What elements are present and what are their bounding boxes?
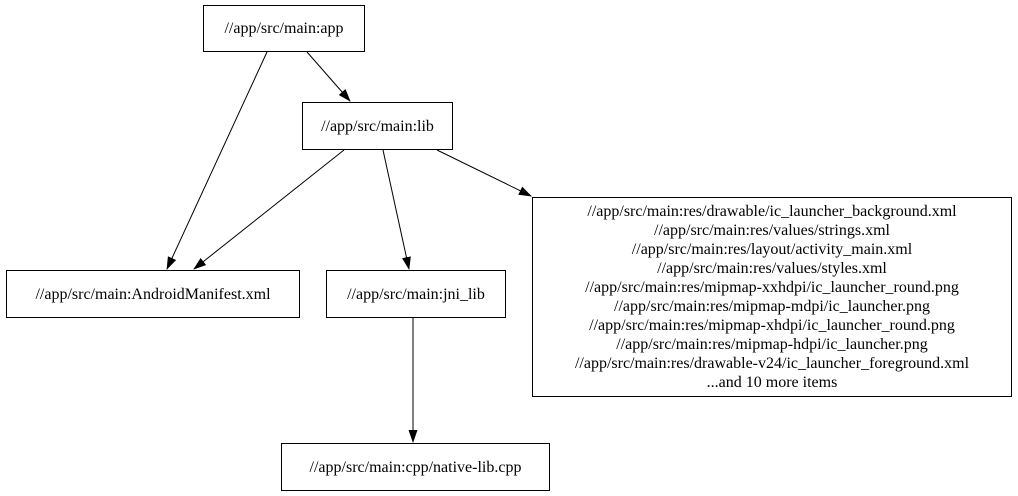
node-jni-lib-label: //app/src/main:jni_lib [347, 285, 485, 303]
edge-app-to-lib [306, 51, 351, 102]
res-item: //app/src/main:res/values/strings.xml [654, 222, 890, 239]
edge-lib-to-jni-lib [382, 149, 411, 270]
node-jni-lib: //app/src/main:jni_lib [326, 270, 506, 318]
node-res-group: //app/src/main:res/drawable/ic_launcher_… [532, 197, 1012, 397]
res-item: //app/src/main:res/mipmap-mdpi/ic_launch… [614, 298, 930, 315]
res-item: //app/src/main:res/layout/activity_main.… [631, 241, 913, 258]
node-app: //app/src/main:app [203, 5, 365, 52]
node-app-label: //app/src/main:app [224, 20, 344, 37]
res-item: //app/src/main:res/drawable/ic_launcher_… [587, 203, 957, 220]
res-more-items: ...and 10 more items [706, 374, 838, 391]
edge-lib-to-res-group [436, 149, 532, 197]
node-lib: //app/src/main:lib [302, 102, 453, 150]
res-item: //app/src/main:res/values/styles.xml [657, 260, 887, 277]
node-native-lib-cpp: //app/src/main:cpp/native-lib.cpp [281, 443, 550, 491]
node-native-lib-cpp-label: //app/src/main:cpp/native-lib.cpp [309, 458, 522, 476]
res-item: //app/src/main:res/mipmap-xhdpi/ic_launc… [589, 317, 955, 334]
node-android-manifest-label: //app/src/main:AndroidManifest.xml [35, 285, 271, 303]
edge-lib-to-manifest [193, 149, 345, 270]
res-item: //app/src/main:res/mipmap-hdpi/ic_launch… [616, 336, 928, 353]
node-android-manifest: //app/src/main:AndroidManifest.xml [6, 270, 300, 318]
edge-app-to-manifest [166, 51, 268, 270]
res-item: //app/src/main:res/drawable-v24/ic_launc… [574, 355, 970, 372]
res-item: //app/src/main:res/mipmap-xxhdpi/ic_laun… [585, 279, 959, 296]
node-lib-label: //app/src/main:lib [321, 117, 434, 135]
